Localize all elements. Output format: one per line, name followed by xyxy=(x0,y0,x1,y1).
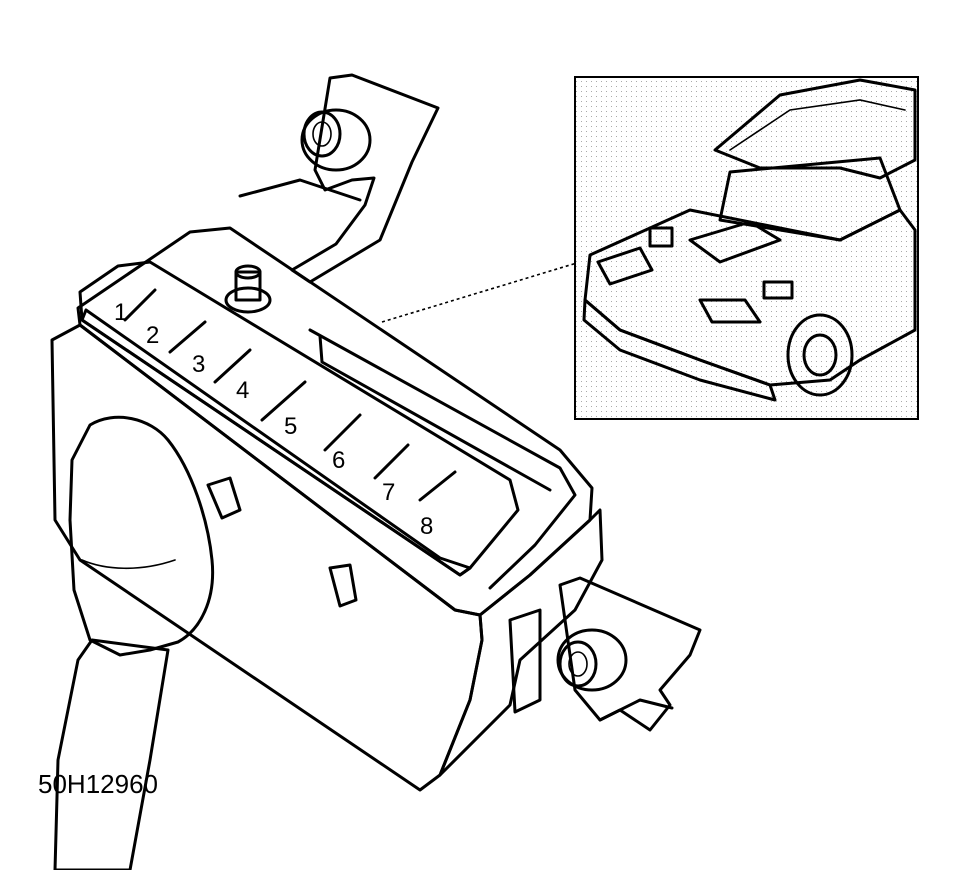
fuse-label-4: 4 xyxy=(236,377,249,404)
fuse-box-body xyxy=(50,226,604,792)
leader-line xyxy=(381,261,581,323)
vehicle-location-inset xyxy=(574,76,919,420)
fuse-label-5: 5 xyxy=(284,413,297,440)
fuse-label-2: 2 xyxy=(146,322,159,349)
upper-mounting-bracket xyxy=(238,73,440,284)
fuse-label-3: 3 xyxy=(192,351,205,378)
hand xyxy=(53,415,215,870)
fuse-number-labels: 12 3 4 5 6 78 xyxy=(114,299,433,540)
fuse-label-8: 8 xyxy=(420,513,433,540)
fuse-label-6: 6 xyxy=(332,447,345,474)
fuse-label-7: 7 xyxy=(382,479,395,506)
figure-id: 50H12960 xyxy=(38,769,158,799)
fuse-strip xyxy=(78,260,520,577)
upper-bolt xyxy=(300,108,372,172)
fuse-label-1: 1 xyxy=(114,299,127,326)
lid-stud xyxy=(224,264,272,314)
lower-mounting-bracket xyxy=(558,576,702,732)
lower-bolt xyxy=(556,628,628,692)
